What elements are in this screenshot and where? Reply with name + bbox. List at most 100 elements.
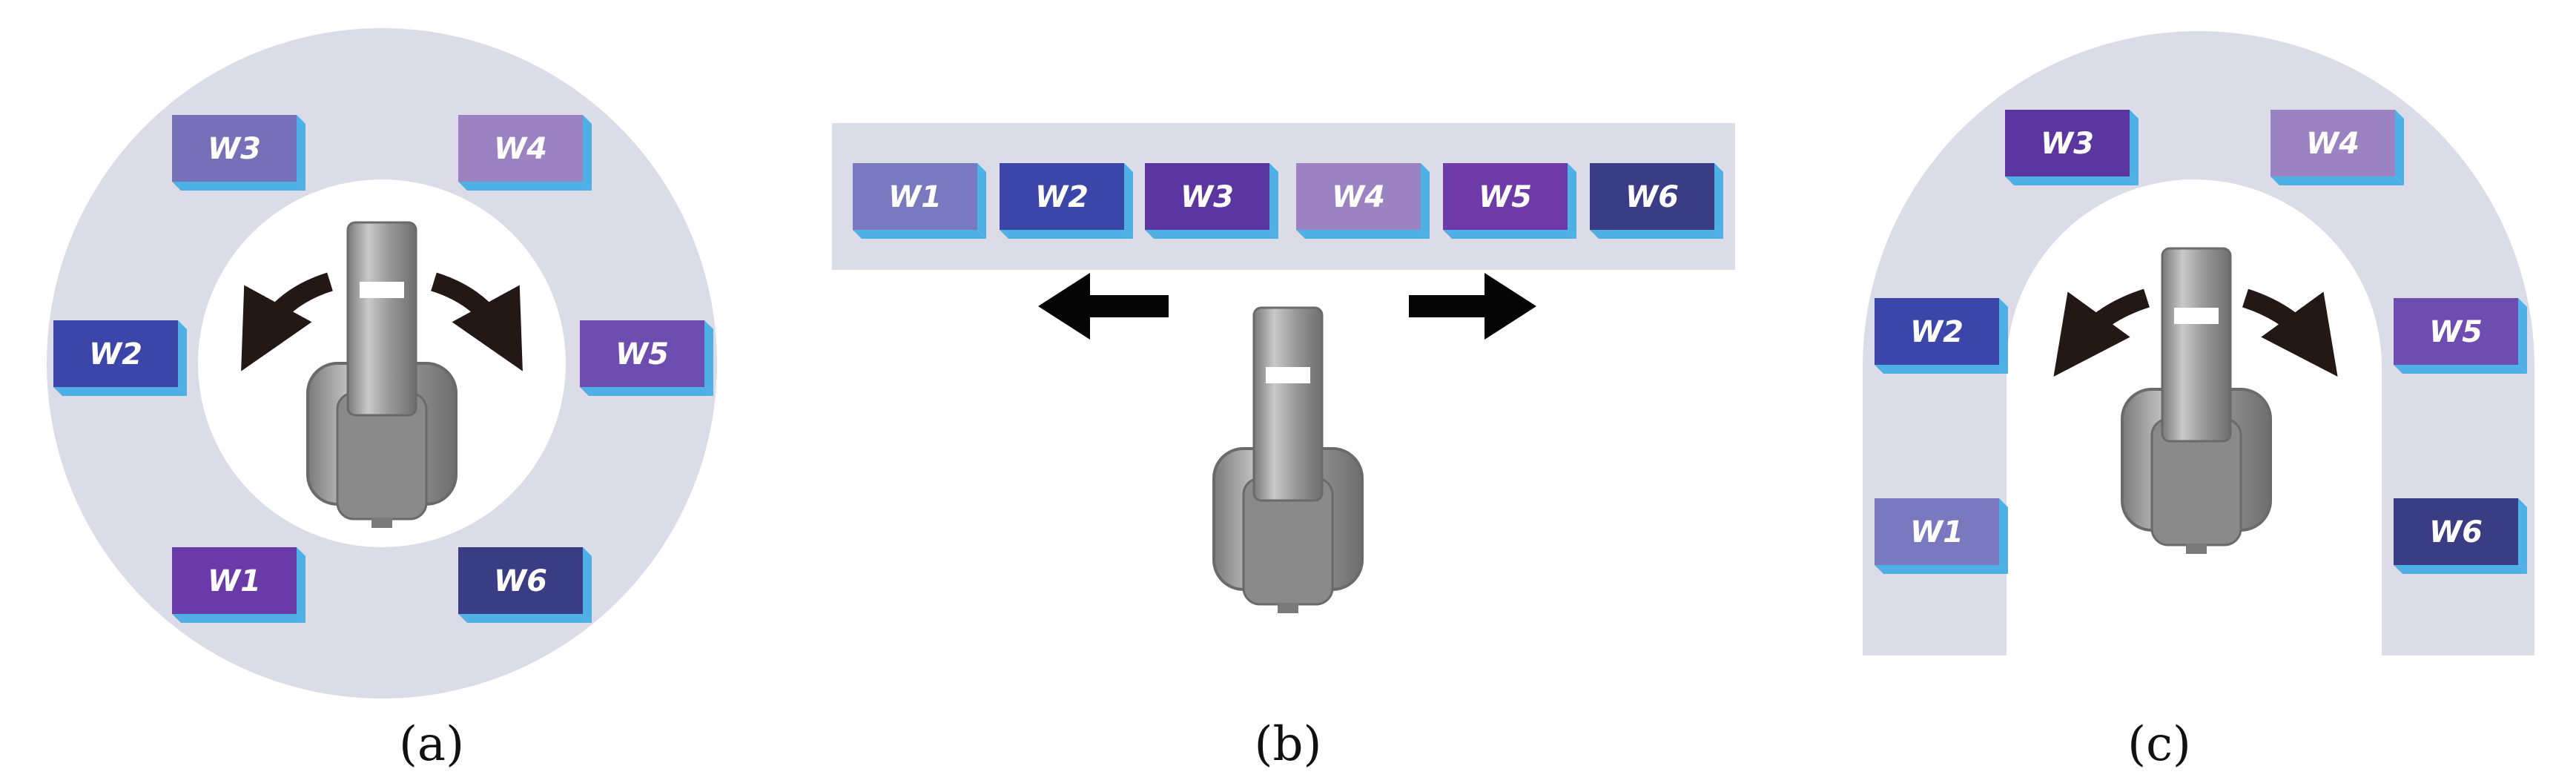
- workstation-label: W6: [1625, 180, 1679, 214]
- workstation-label: W6: [494, 564, 547, 598]
- workstation-label: W3: [208, 132, 261, 166]
- panel-a-workstation-w4: W4: [458, 115, 592, 191]
- panel-c-workstation-w2: W2: [1875, 298, 2008, 374]
- workstation-side-face: [583, 115, 592, 191]
- panel-a-rotate-left-arrow: [241, 272, 334, 371]
- workstation-side-face: [1714, 163, 1723, 239]
- workstation-label: W2: [89, 337, 142, 371]
- robot-foot: [2186, 544, 2207, 554]
- workstation-bottom-face: [172, 614, 306, 623]
- workstation-bottom-face: [53, 387, 187, 396]
- workstation-top-face: [1590, 163, 1714, 230]
- workstation-side-face: [1421, 163, 1430, 239]
- workstation-side-face: [1568, 163, 1576, 239]
- panel-b-move-left-arrow: [1038, 273, 1169, 340]
- panel-b-workstation-w5: W5: [1443, 163, 1576, 239]
- workstation-top-face: [853, 163, 977, 230]
- workstation-side-face: [178, 320, 187, 396]
- workstation-side-face: [704, 320, 713, 396]
- workstation-side-face: [1999, 498, 2008, 574]
- workstation-label: W4: [2306, 127, 2359, 161]
- workstation-label: W3: [2041, 127, 2094, 161]
- workstation-label: W1: [888, 180, 942, 214]
- panel-c-workstation-w6: W6: [2394, 498, 2527, 574]
- panel-a-robot: [306, 221, 458, 528]
- panel-c-rotate-left-arrow: [2053, 288, 2150, 377]
- workstation-top-face: [458, 547, 583, 614]
- workstation-bottom-face: [1443, 230, 1576, 239]
- workstation-top-face: [1145, 163, 1269, 230]
- panel-b-workstation-w6: W6: [1590, 163, 1723, 239]
- workstation-side-face: [2130, 110, 2139, 185]
- workstation-label: W5: [615, 337, 669, 371]
- workstation-bottom-face: [853, 230, 986, 239]
- workstation-label: W6: [2429, 515, 2483, 549]
- workstation-bottom-face: [458, 614, 592, 623]
- panel-b-workstation-w1: W1: [853, 163, 986, 239]
- workstation-top-face: [458, 115, 583, 182]
- panel-a: W3 W4 W2 W5 W1 W6 (a): [47, 28, 717, 772]
- robot-arm: [2161, 247, 2232, 443]
- workstation-side-face: [2395, 110, 2404, 185]
- workstation-bottom-face: [580, 387, 713, 396]
- workstation-side-face: [2518, 298, 2527, 374]
- panel-c-rotate-right-arrow: [2242, 288, 2338, 377]
- workstation-label: W4: [494, 132, 547, 166]
- workstation-top-face: [1875, 498, 1999, 565]
- workstation-side-face: [2518, 498, 2527, 574]
- workstation-top-face: [2394, 298, 2518, 365]
- workstation-top-face: [2394, 498, 2518, 565]
- panel-c-workstation-w4: W4: [2270, 110, 2404, 185]
- panel-a-workstation-w6: W6: [458, 547, 592, 623]
- panel-c-workstation-w1: W1: [1875, 498, 2008, 574]
- workstation-top-face: [580, 320, 704, 387]
- workstation-label: W5: [2429, 315, 2483, 349]
- robot-arm: [346, 221, 417, 417]
- workstation-bottom-face: [172, 182, 306, 191]
- workstation-label: W5: [1479, 180, 1532, 214]
- workstation-side-face: [583, 547, 592, 623]
- panel-b-label: (b): [1255, 717, 1322, 772]
- panel-c-workstation-w3: W3: [2005, 110, 2139, 185]
- workstation-side-face: [1269, 163, 1278, 239]
- workstation-bottom-face: [1000, 230, 1133, 239]
- workstation-top-face: [2005, 110, 2130, 176]
- workstation-side-face: [297, 547, 306, 623]
- panel-a-label: (a): [399, 717, 464, 772]
- workstation-top-face: [1296, 163, 1421, 230]
- panel-c: W3 W4 W2 W5 W1 W6 (c): [1863, 31, 2534, 772]
- workstation-side-face: [1999, 298, 2008, 374]
- workstation-label: W2: [1035, 180, 1089, 214]
- panel-c-u-area: [1863, 31, 2534, 655]
- workstation-top-face: [172, 115, 297, 182]
- panel-c-label: (c): [2127, 717, 2191, 772]
- workstation-top-face: [1875, 298, 1999, 365]
- workstation-bottom-face: [2394, 365, 2527, 374]
- workstation-top-face: [53, 320, 178, 387]
- panel-c-workstation-w5: W5: [2394, 298, 2527, 374]
- robot-foot: [371, 518, 392, 528]
- workstation-label: W2: [1910, 315, 1964, 349]
- robot-arm-slot: [1266, 367, 1310, 383]
- workstation-label: W1: [1910, 515, 1964, 549]
- workstation-side-face: [1124, 163, 1133, 239]
- robot-arm: [1252, 306, 1324, 502]
- workstation-bottom-face: [1875, 565, 2008, 574]
- robot-arm-slot: [2174, 308, 2219, 324]
- panel-a-workstation-w1: W1: [172, 547, 306, 623]
- workstation-side-face: [977, 163, 986, 239]
- panel-b-move-right-arrow: [1409, 273, 1536, 340]
- workstation-label: W4: [1332, 180, 1385, 214]
- panel-b-workstation-w2: W2: [1000, 163, 1133, 239]
- workstation-top-face: [1000, 163, 1124, 230]
- workstation-bottom-face: [1875, 365, 2008, 374]
- panel-b-robot: [1212, 306, 1364, 613]
- robot-arm-slot: [360, 282, 404, 298]
- workstation-top-face: [1443, 163, 1568, 230]
- workstation-bottom-face: [2270, 176, 2404, 185]
- panel-a-workstation-w5: W5: [580, 320, 713, 396]
- panel-b-workstation-w3: W3: [1145, 163, 1278, 239]
- workstation-bottom-face: [1590, 230, 1723, 239]
- workstation-bottom-face: [1145, 230, 1278, 239]
